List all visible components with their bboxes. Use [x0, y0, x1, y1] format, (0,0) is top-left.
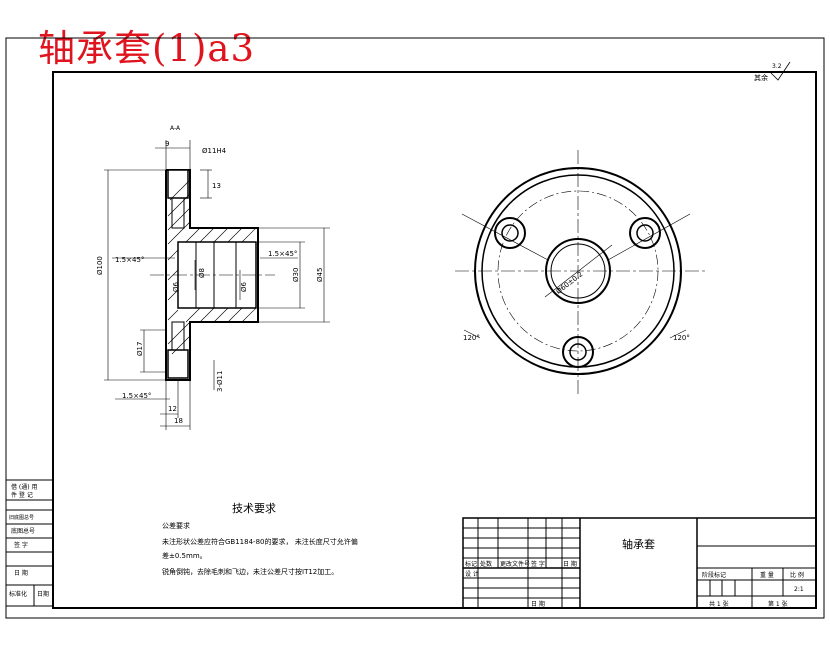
- header-sign: 签 字: [531, 560, 545, 568]
- bolt-hole-bottom: [562, 336, 594, 368]
- roughness-value: 3.2: [772, 63, 782, 70]
- sheet-total: 共 1 张: [709, 600, 729, 608]
- dim-chamfer-bottom: 1.5×45°: [122, 392, 151, 400]
- date-label: 日 期: [531, 600, 545, 608]
- outer-circle: [474, 167, 682, 375]
- part-name: 轴承套: [622, 537, 655, 551]
- bolt-hole-left: [494, 217, 526, 249]
- stage-label: 阶段标记: [702, 571, 726, 579]
- sheet-num: 第 1 张: [768, 600, 788, 608]
- tech-line-1: 公差要求: [162, 521, 190, 530]
- strip-drawing-no: 底图总号: [11, 527, 35, 535]
- header-count: 处数: [480, 560, 492, 568]
- strip-sign: 签 字: [14, 541, 28, 549]
- dim-hole-dia: Ø17: [136, 342, 144, 356]
- header-date: 日 期: [563, 560, 577, 568]
- counterbore-top: [167, 169, 189, 199]
- weight-label: 重 量: [760, 571, 774, 579]
- technical-requirements: 技术要求 公差要求 未注形状公差应符合GB1184-80的要求， 未注长度尺寸允…: [162, 502, 358, 576]
- dim-hub-dia2: Ø45: [316, 268, 324, 282]
- title-block: 标记 处数 更改文件号 签 字 日 期 设 计 日 期 轴承套 阶段标记 重 量…: [462, 517, 817, 609]
- roughness-label: 其余: [754, 73, 768, 82]
- dim-chamfer-right: 1.5×45°: [268, 250, 297, 258]
- strip-register: 件 登 记: [11, 491, 33, 499]
- tech-line-3: 差±0.5mm。: [162, 551, 207, 560]
- scale-label: 比 例: [790, 571, 804, 579]
- angle-right: 120°: [673, 334, 690, 342]
- dim-bore-b: Ø8: [198, 268, 206, 278]
- strip-standard: 标准化: [9, 590, 27, 598]
- dim-flange-width: 12: [168, 405, 177, 413]
- title-overlay: 轴承套(1)a3: [38, 27, 256, 70]
- bolt-hole-right: [629, 217, 661, 249]
- dim-hub-dia: Ø30: [292, 268, 300, 282]
- section-view: A-A: [96, 125, 330, 430]
- bolt-circle-label: Ø60±0.2: [555, 270, 585, 296]
- tech-line-4: 锐角倒钝，去除毛刺和飞边，未注公差尺寸按IT12加工。: [162, 567, 338, 576]
- angle-left: 120°: [463, 334, 480, 342]
- strip-date: 日 期: [14, 569, 28, 577]
- dim-bore-c: Ø6: [240, 281, 248, 292]
- section-label: A-A: [170, 125, 181, 132]
- dim-outer-dia: Ø100: [96, 256, 104, 275]
- tech-heading: 技术要求: [232, 502, 276, 515]
- dim-total-width: 18: [174, 417, 183, 425]
- bolt-circle: [497, 190, 659, 352]
- bore-circle-chamfer: [550, 243, 606, 299]
- hole-top: [171, 197, 185, 229]
- header-mark: 标记: [465, 560, 477, 568]
- design-label: 设 计: [465, 570, 479, 578]
- hole-bottom: [171, 321, 185, 351]
- roughness-symbol: 其余 3.2: [754, 61, 791, 82]
- dim-hole-depth: 13: [212, 182, 221, 190]
- dim-chamfer-top: 1.5×45°: [115, 256, 144, 264]
- left-strip: 借 (通) 用 件 登 记 旧底图总号 底图总号 签 字 日 期 标准化 日期: [5, 479, 54, 607]
- scale-value: 2:1: [794, 586, 804, 593]
- header-change-doc: 更改文件号: [500, 560, 530, 568]
- outer-border: [5, 37, 825, 619]
- inner-frame: [52, 71, 817, 609]
- tech-line-2: 未注形状公差应符合GB1184-80的要求， 未注长度尺寸允许偏: [162, 537, 358, 546]
- bore-circle: [545, 238, 611, 304]
- dim-counterbore: Ø11H4: [202, 147, 227, 155]
- dim-bolt-holes: 3-Ø11: [216, 371, 224, 392]
- dim-top-depth: 9: [165, 140, 169, 148]
- strip-old-drawing: 旧底图总号: [9, 514, 34, 521]
- dim-bore-a: Ø6: [172, 281, 180, 292]
- strip-borrow: 借 (通) 用: [11, 483, 38, 491]
- front-view: Ø60±0.2 120° 120°: [455, 150, 705, 395]
- counterbore-bottom: [167, 349, 189, 379]
- strip-date2: 日期: [37, 590, 49, 598]
